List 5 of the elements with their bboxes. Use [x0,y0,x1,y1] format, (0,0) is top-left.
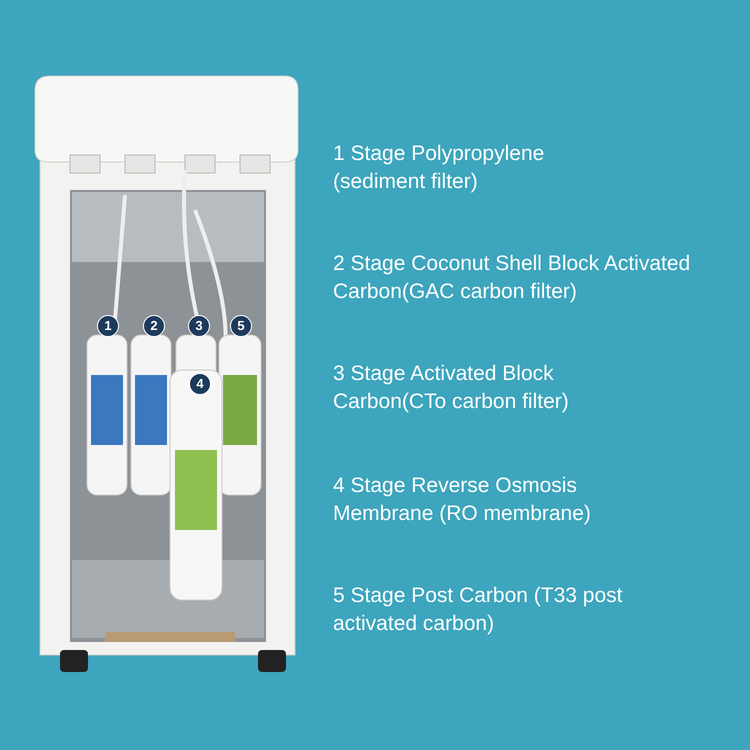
stage-description: 2 Stage Coconut Shell Block Activated Carbon(GAC carbon filter) [333,251,692,305]
stage-description: 1 Stage Polypropylene (sediment filter) [333,141,546,195]
stage-description: 4 Stage Reverse Osmosis Membrane (RO membrane) [333,473,592,527]
stage-description: 5 Stage Post Carbon (T33 post activated carbon) [333,583,624,637]
stage-description: 3 Stage Activated Block Carbon(CTo carbon filter) [333,361,570,415]
